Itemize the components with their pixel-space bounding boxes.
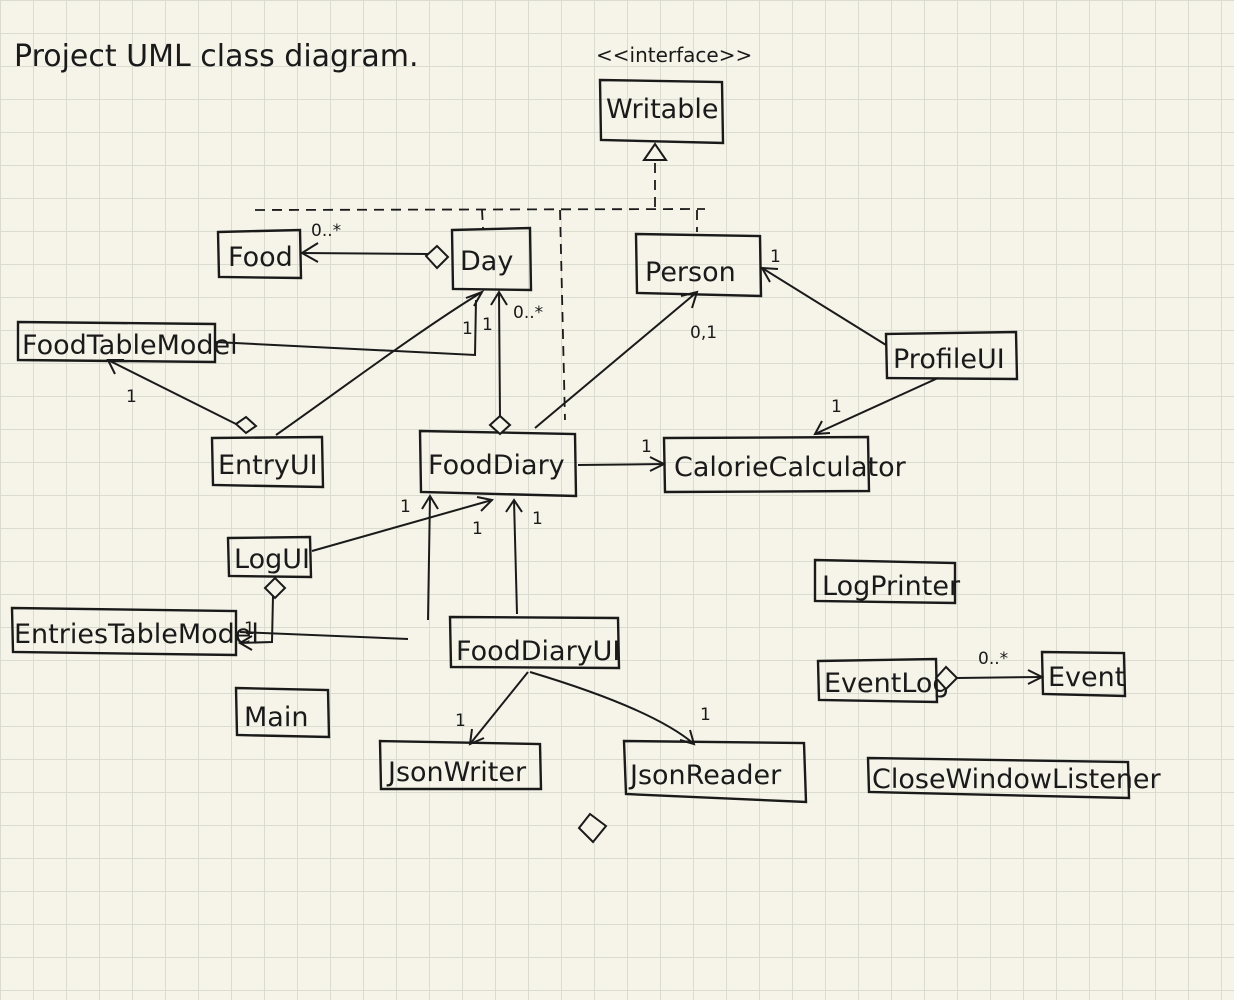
assoc-fooddiaryui-jsonreader-arrowhead <box>679 729 696 746</box>
class-log-ui: LogUI <box>226 535 313 579</box>
class-close-window-listener: CloseWindowListener <box>866 756 1162 800</box>
class-person: Person <box>634 232 763 298</box>
class-json-reader-label: JsonReader <box>628 760 782 791</box>
mult-jsonreader-top: 1 <box>700 705 711 725</box>
assoc-fooddiaryui-fooddiary <box>513 499 518 615</box>
class-food-diary-label: FoodDiary <box>428 450 565 481</box>
assoc-profile-calorie <box>814 377 939 435</box>
class-log-printer-label: LogPrinter <box>822 571 961 602</box>
class-entries-table-model: EntriesTableModel <box>10 606 259 657</box>
assoc-profile-person-arrowhead <box>760 266 779 283</box>
entryui-aggregation-diamond-icon <box>234 415 258 435</box>
assoc-fooddiary-calorie-arrowhead <box>649 456 667 472</box>
mult-jsonwriter-top: 1 <box>455 711 466 731</box>
assoc-logui-entriestable-arrowhead <box>238 635 253 651</box>
class-log-printer: LogPrinter <box>813 558 961 605</box>
assoc-day-food-arrowhead <box>300 242 319 263</box>
realization-dashed-fooddiary <box>559 209 566 421</box>
class-json-writer-label: JsonWriter <box>386 757 527 788</box>
logui-aggregation-diamond-icon <box>263 576 287 600</box>
assoc-fooddiary-calorie <box>577 463 665 466</box>
class-main-label: Main <box>244 702 308 733</box>
realization-dashed-day <box>481 209 484 229</box>
assoc-logui-fooddiary <box>311 499 493 552</box>
class-event-log-label: EventLog <box>824 668 950 699</box>
realization-dashed-bar <box>254 208 706 211</box>
assoc-logui-fooddiary-arrowhead <box>476 496 495 512</box>
class-calorie-calculator-label: CalorieCalculator <box>674 452 907 483</box>
class-day-label: Day <box>460 246 513 277</box>
class-profile-ui: ProfileUI <box>884 330 1019 381</box>
mult-person-profile: 1 <box>770 247 781 267</box>
assoc-profile-calorie-arrowhead <box>813 420 831 436</box>
assoc-entryui-day <box>275 291 483 436</box>
mult-eventlog-event: 0..* <box>978 649 1008 669</box>
assoc-day-food <box>301 252 429 255</box>
mult-day-left: 1 <box>462 319 473 339</box>
class-json-reader: JsonReader <box>622 739 808 804</box>
mult-calorie-left: 1 <box>641 437 652 457</box>
class-profile-ui-label: ProfileUI <box>893 344 1005 375</box>
class-close-window-listener-label: CloseWindowListener <box>872 764 1162 795</box>
assoc-fooddiaryui-jsonreader <box>529 671 695 745</box>
assoc-entryui-foodtablemodel-arrowhead <box>106 359 124 375</box>
assoc-fooddiary-person <box>534 291 698 429</box>
assoc-fooddiaryui-fooddiary-arrowhead <box>505 498 523 513</box>
class-person-label: Person <box>645 257 736 288</box>
mult-fooddiary-bottom-a: 1 <box>472 519 483 539</box>
stray-diamond-icon <box>577 812 608 844</box>
interface-stereotype: <<interface>> <box>596 43 752 67</box>
class-writable: Writable <box>598 78 725 145</box>
diagram-title: Project UML class diagram. <box>14 39 419 74</box>
class-food-table-model: FoodTableModel <box>16 320 238 364</box>
mult-day-fooddiary: 0..* <box>513 303 543 323</box>
class-json-writer: JsonWriter <box>378 739 543 791</box>
class-food-diary-ui-label: FoodDiaryUI <box>456 636 620 667</box>
class-food-label: Food <box>228 242 293 273</box>
class-entries-table-model-label: EntriesTableModel <box>14 619 259 650</box>
assoc-foodtablemodel-day <box>214 299 477 357</box>
fooddiary-aggregation-diamond-icon <box>488 414 512 436</box>
class-event-label: Event <box>1048 662 1125 693</box>
realization-triangle-icon <box>642 142 668 161</box>
class-food-diary-ui: FoodDiaryUI <box>448 615 620 670</box>
mult-fooddiary-left: 1 <box>400 497 411 517</box>
class-entry-ui: EntryUI <box>210 435 325 489</box>
assoc-fooddiaryui-jsonwriter <box>469 671 529 745</box>
mult-foodtablemodel-below: 1 <box>126 387 137 407</box>
class-entry-ui-label: EntryUI <box>218 450 318 481</box>
class-writable-label: Writable <box>606 94 718 125</box>
mult-fooddiary-bottom-b: 1 <box>532 509 543 529</box>
class-food-table-model-label: FoodTableModel <box>22 330 238 361</box>
mult-day-right: 1 <box>482 315 493 335</box>
assoc-logui-entriestable <box>239 595 274 644</box>
class-food-diary: FoodDiary <box>418 429 578 498</box>
class-main: Main <box>234 686 331 739</box>
class-event: Event <box>1040 650 1127 698</box>
assoc-eventlog-event <box>956 676 1043 679</box>
assoc-entryui-day-arrowhead <box>465 290 485 307</box>
assoc-entryui-foodtablemodel <box>107 359 237 425</box>
assoc-fooddiaryui-jsonwriter-arrowhead <box>468 728 485 746</box>
class-day: Day <box>450 226 533 292</box>
assoc-fooddiaryui-entriestable <box>239 631 409 640</box>
assoc-fooddiary-day-arrowhead <box>490 290 508 306</box>
assoc-fooddiary-person-arrowhead <box>680 290 699 309</box>
assoc-fooddiary-day <box>498 291 501 419</box>
mult-person-fooddiary: 0,1 <box>690 323 717 343</box>
mult-day-food: 0..* <box>311 221 341 241</box>
class-event-log: EventLog <box>816 657 950 704</box>
assoc-profile-person <box>761 267 887 346</box>
class-log-ui-label: LogUI <box>234 544 310 575</box>
class-food: Food <box>216 228 303 280</box>
assoc-fooddiaryui-fooddiary-left <box>427 495 431 621</box>
class-calorie-calculator: CalorieCalculator <box>662 435 907 494</box>
assoc-fooddiaryui-fooddiary-left-arrowhead <box>421 494 439 510</box>
mult-profile-calorie: 1 <box>831 397 842 417</box>
mult-entriestable-right: 1 <box>244 619 255 639</box>
aggregation-diamond-icon <box>424 244 450 270</box>
